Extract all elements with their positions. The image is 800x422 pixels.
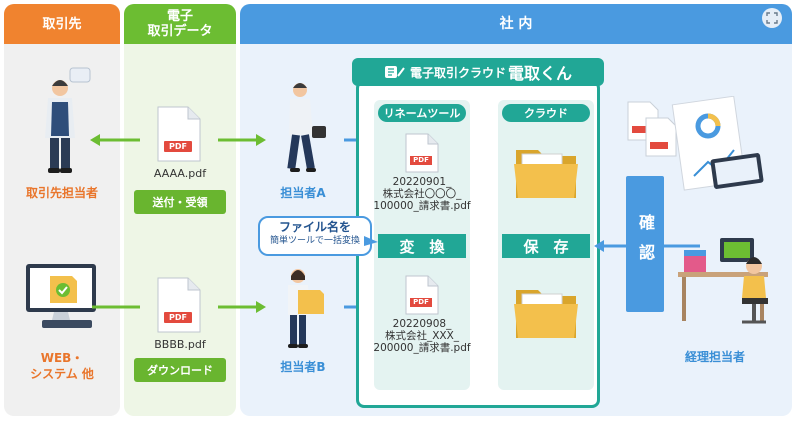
doc-a-pdf-badge: PDF — [413, 156, 429, 164]
doc-b-name: 20220908_ 株式会社_XXX_ 200000_請求書.pdf — [362, 318, 482, 354]
staff-a-label: 担当者A — [280, 186, 326, 200]
system-label: WEB・ システム 他 — [4, 350, 120, 382]
confirm-arrow — [594, 240, 700, 252]
doc-b-pdf-badge: PDF — [413, 298, 429, 306]
tag-download: ダウンロード — [134, 358, 226, 382]
reports-illustration — [620, 95, 770, 196]
product-title-prefix: 電子取引クラウド — [409, 65, 506, 80]
staff-b-label: 担当者B — [280, 360, 326, 374]
callout-pointer — [364, 236, 378, 246]
callout-line2: 簡単ツールで一括変換 — [269, 236, 360, 246]
rename-tool-title: リネームツール — [378, 104, 466, 122]
edata-column-title-line1: 電子 — [166, 9, 193, 24]
folder-a-icon — [512, 142, 580, 202]
system-label-line1: WEB・ — [40, 351, 84, 365]
tag-send-receive: 送付・受領 — [134, 190, 226, 214]
accountant-illustration — [672, 226, 782, 330]
product-title-badge: 電子取引クラウド 電取くん — [352, 58, 604, 86]
partner-column: 取引先 — [4, 4, 120, 416]
file-b-name: BBBB.pdf — [154, 338, 206, 351]
convert-bar: 変 換 — [378, 234, 466, 258]
product-title-name: 電取くん — [508, 64, 573, 83]
doc-b-line1: 20220908_ — [392, 318, 452, 330]
internal-column-title: 社 内 — [499, 15, 533, 32]
callout-bubble: ファイル名を 簡単ツールで一括変換 — [258, 216, 372, 256]
doc-b-line2: 株式会社_XXX_ — [384, 330, 460, 342]
doc-b-line3: 200000_請求書.pdf — [373, 342, 471, 354]
edata-column-header: 電子 取引データ — [124, 4, 236, 44]
pdf-file-b-icon: PDF — [156, 276, 202, 334]
partner-column-title: 取引先 — [42, 16, 82, 32]
internal-column-header: 社 内 — [240, 4, 792, 44]
system-label-line2: システム 他 — [30, 367, 94, 381]
pdf-file-a-icon: PDF — [156, 105, 202, 163]
partner-column-header: 取引先 — [4, 4, 120, 44]
doc-a-icon: PDF — [404, 132, 440, 174]
save-bar: 保 存 — [502, 234, 590, 258]
staff-b-illustration — [282, 266, 328, 352]
doc-a-line2: 株式会社〇〇〇_ — [382, 188, 462, 200]
doc-b-icon: PDF — [404, 274, 440, 316]
expand-icon[interactable] — [762, 8, 782, 28]
arrow-system-staff-b — [92, 301, 266, 313]
doc-a-line3: 100000_請求書.pdf — [373, 200, 471, 212]
confirm-label: 確認 — [636, 214, 655, 274]
arrow-partner-staff-a — [90, 134, 266, 146]
staff-a-illustration — [282, 80, 328, 176]
doc-a-name: 20220901_ 株式会社〇〇〇_ 100000_請求書.pdf — [362, 176, 482, 212]
callout-line1: ファイル名を — [278, 220, 351, 234]
folder-b-icon — [512, 282, 580, 342]
partner-person-illustration — [38, 66, 94, 176]
pdf-badge-b: PDF — [169, 313, 187, 322]
edata-column-title-line2: 取引データ — [147, 24, 213, 39]
cloud-title: クラウド — [502, 104, 590, 122]
confirm-bar: 確認 — [626, 176, 664, 312]
product-logo-icon — [384, 64, 406, 80]
computer-icon — [22, 262, 102, 330]
accountant-label: 経理担当者 — [684, 350, 745, 364]
pdf-badge-a: PDF — [169, 142, 187, 151]
doc-a-line1: 20220901_ — [392, 176, 452, 188]
partner-person-label: 取引先担当者 — [25, 186, 98, 200]
file-a-name: AAAA.pdf — [153, 167, 207, 180]
